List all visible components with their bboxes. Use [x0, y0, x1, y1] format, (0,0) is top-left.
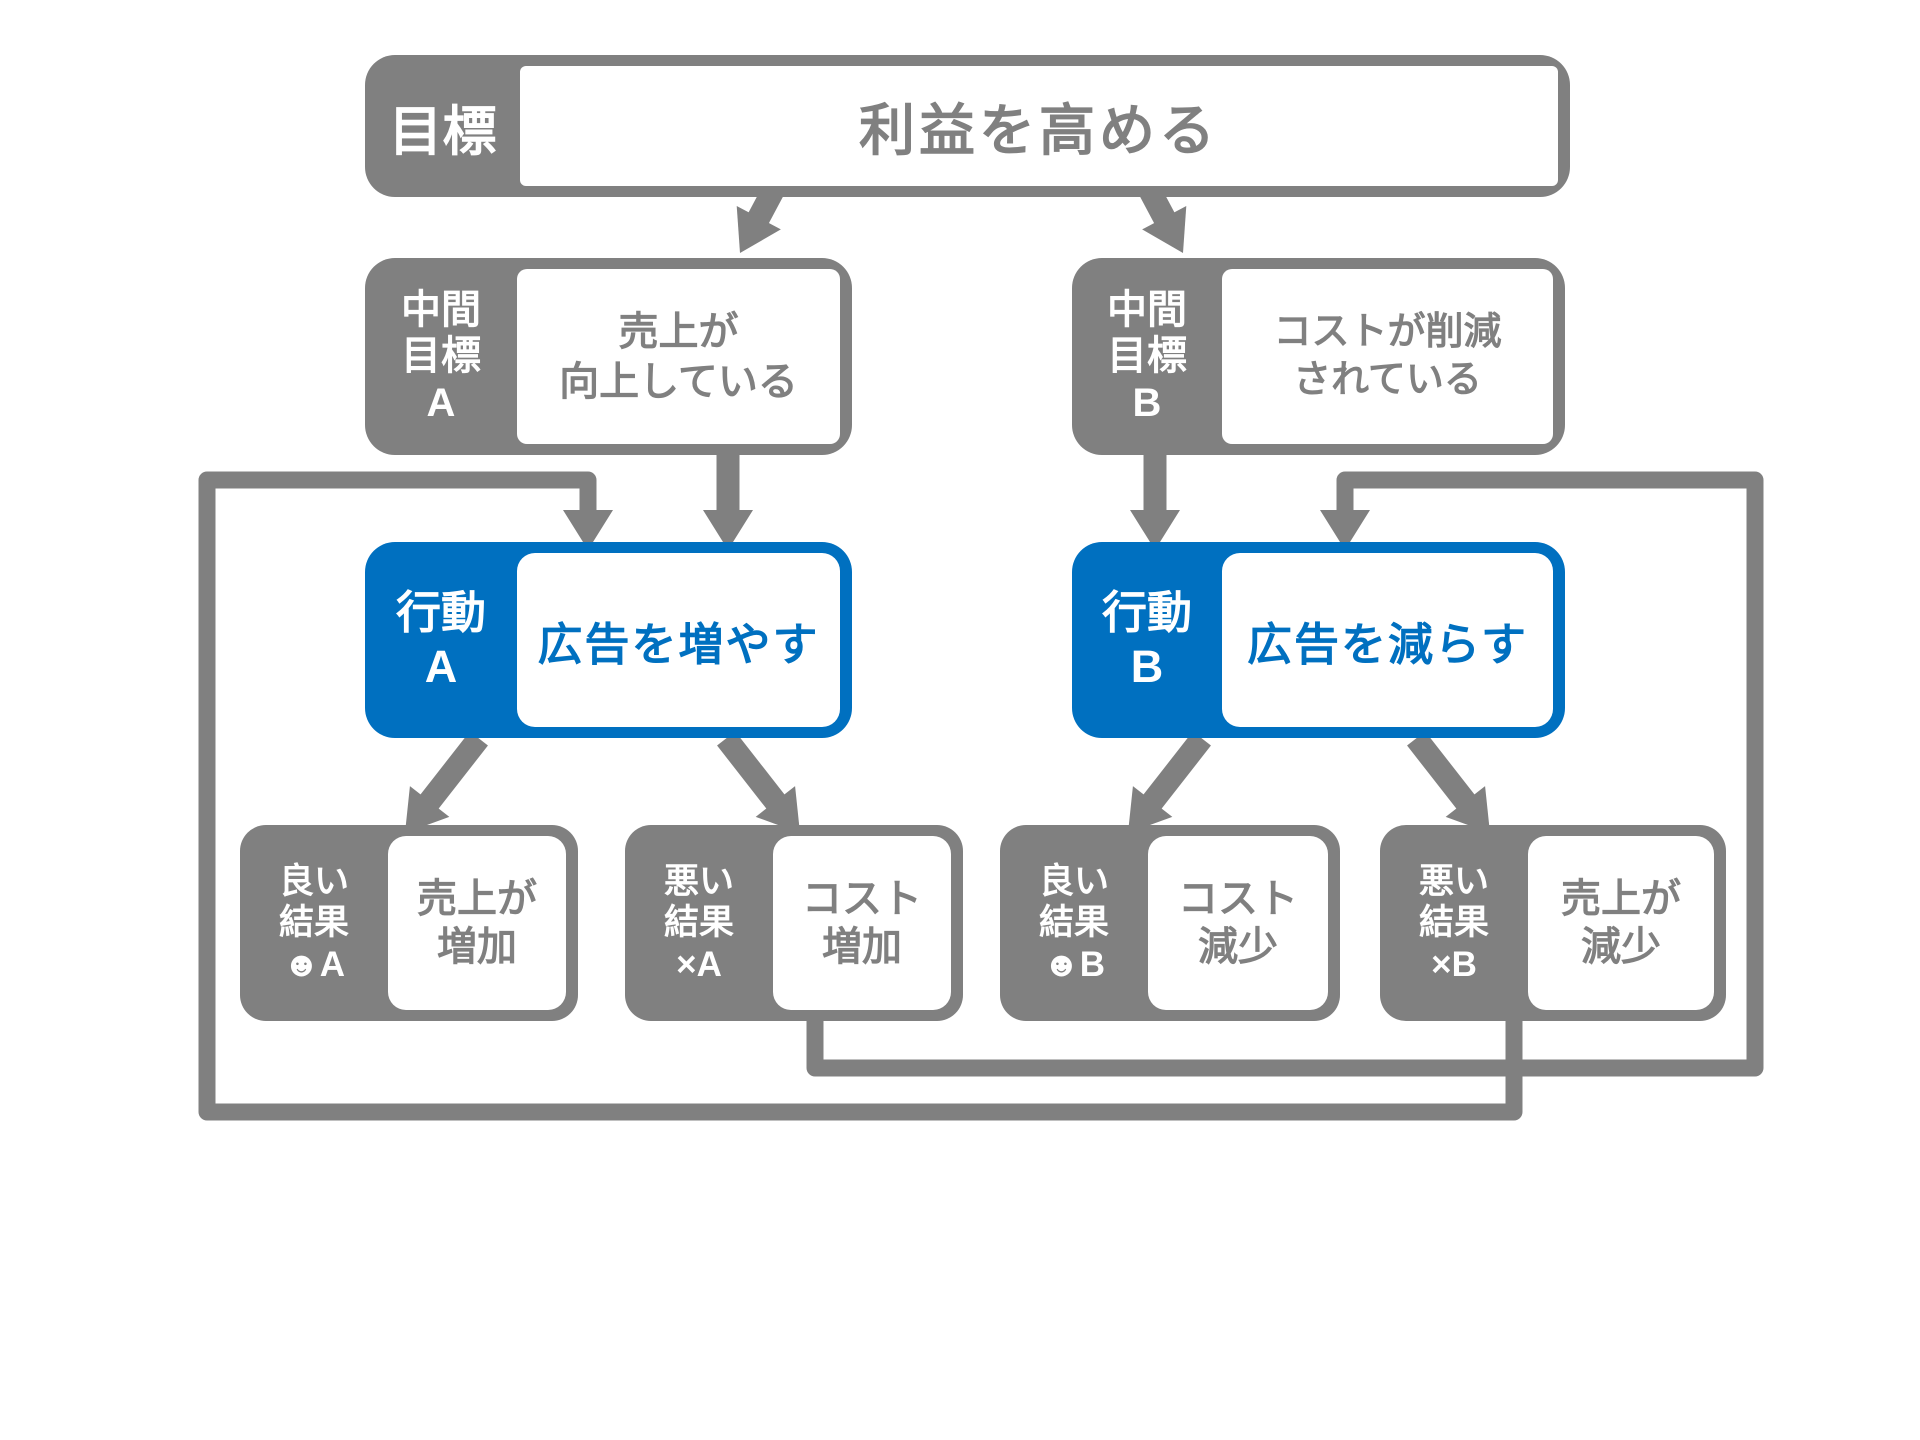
smiley-a-icon: ☻A: [282, 944, 346, 984]
mid-goal-a-text: 売上が 向上している: [517, 269, 840, 444]
good-result-b-tag: 良い 結果 ☻B: [1038, 862, 1109, 984]
good-result-a-tag: 良い 結果 ☻A: [278, 862, 349, 984]
good-result-a-text: 売上が 増加: [388, 836, 566, 1010]
mid-goal-b-text: コストが削減 されている: [1222, 269, 1553, 444]
goal-text: 利益を高める: [520, 66, 1558, 186]
goal-tag: 目標: [388, 101, 497, 162]
cross-b-icon: ×B: [1431, 944, 1477, 984]
bad-result-b-tag: 悪い 結果 ×B: [1418, 862, 1489, 984]
good-result-a-box: 良い 結果 ☻A 売上が 増加: [240, 825, 578, 1021]
good-result-b-text: コスト 減少: [1148, 836, 1328, 1010]
smiley-b-icon: ☻B: [1042, 944, 1106, 984]
cross-a-icon: ×A: [676, 944, 722, 984]
bad-result-a-tag: 悪い 結果 ×A: [663, 862, 734, 984]
action-b-box: 行動 B 広告を減らす: [1072, 542, 1565, 738]
mid-goal-a-box: 中間 目標 A 売上が 向上している: [365, 258, 852, 455]
mid-goal-b-tag: 中間 目標 B: [1107, 287, 1187, 425]
good-result-b-box: 良い 結果 ☻B コスト 減少: [1000, 825, 1340, 1021]
action-a-box: 行動 A 広告を増やす: [365, 542, 852, 738]
action-b-text: 広告を減らす: [1222, 553, 1553, 727]
action-a-text: 広告を増やす: [517, 553, 840, 727]
feedback-loop-bad-b-to-action-a: [198, 471, 1523, 1121]
feedback-loop-a-arrowhead: [563, 510, 613, 550]
feedback-loop-b-arrowhead: [1320, 510, 1370, 550]
action-b-tag: 行動 B: [1101, 587, 1192, 692]
bad-result-a-text: コスト 増加: [773, 836, 951, 1010]
action-a-tag: 行動 A: [395, 587, 486, 692]
goal-box: 目標 利益を高める: [365, 55, 1570, 197]
mid-goal-b-box: 中間 目標 B コストが削減 されている: [1072, 258, 1565, 455]
bad-result-a-box: 悪い 結果 ×A コスト 増加: [625, 825, 963, 1021]
bad-result-b-box: 悪い 結果 ×B 売上が 減少: [1380, 825, 1726, 1021]
mid-goal-a-tag: 中間 目標 A: [401, 287, 481, 425]
bad-result-b-text: 売上が 減少: [1528, 836, 1714, 1010]
feedback-loop-bad-a-to-action-b: [806, 471, 1764, 1077]
